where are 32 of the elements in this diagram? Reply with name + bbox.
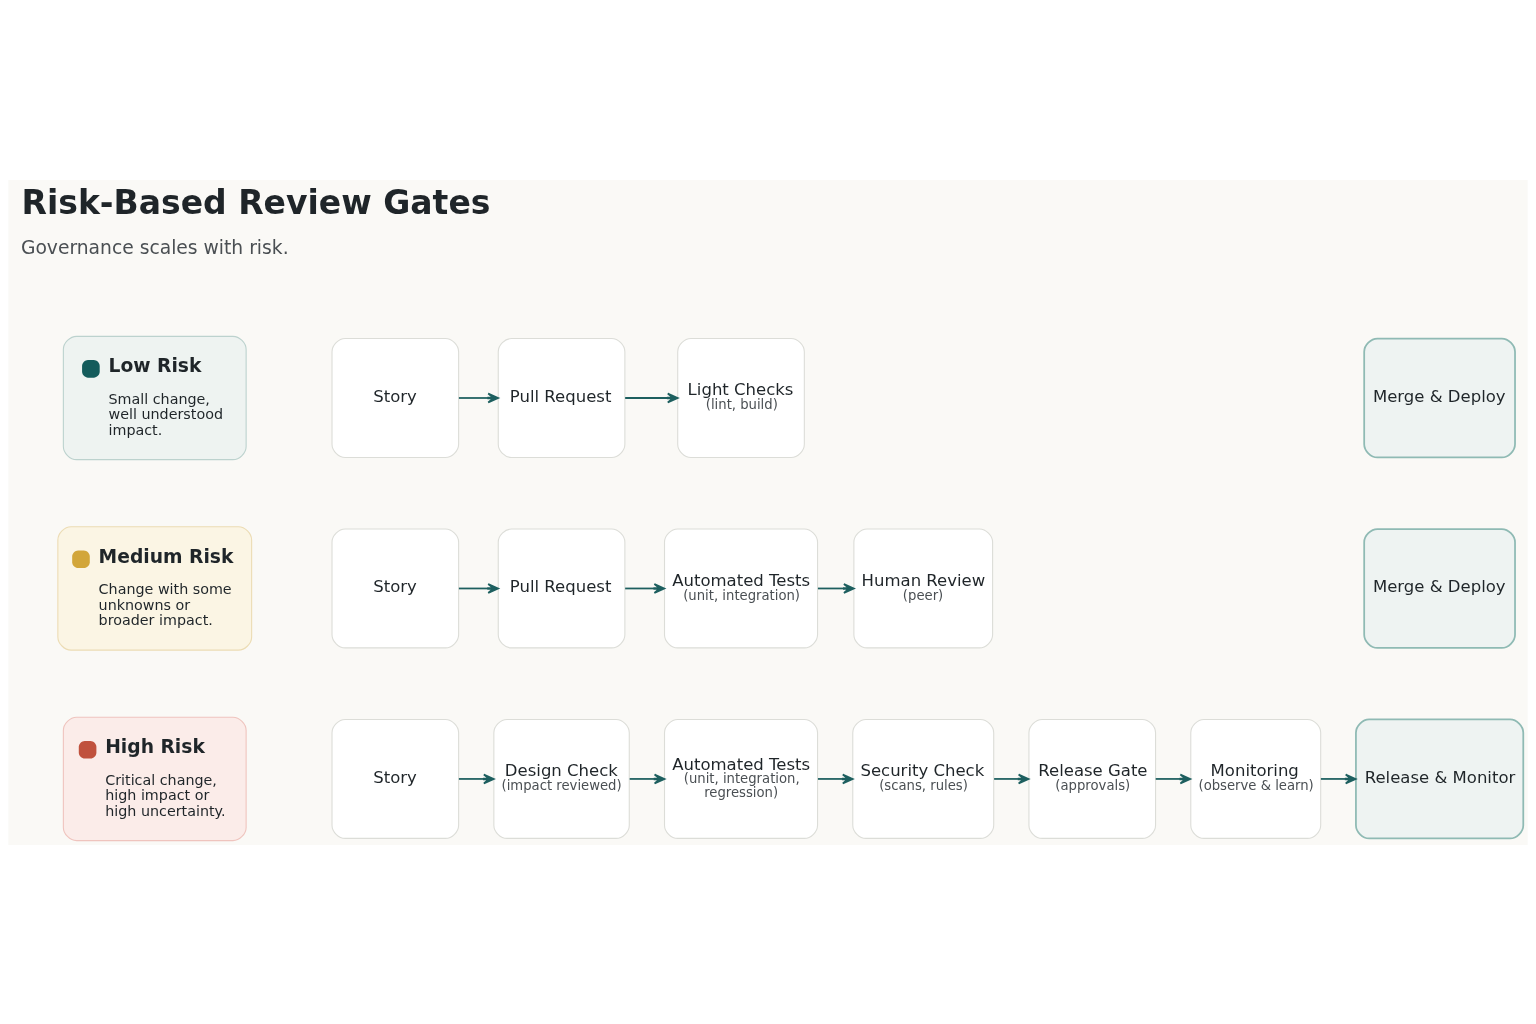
node-box: Pull Request — [497, 527, 626, 648]
node-box: Automated Tests (unit, integration) — [663, 527, 819, 648]
arrow — [458, 773, 495, 784]
node-box: Low Risk Small change, well understood impact. — [62, 335, 247, 460]
node-box: Story — [331, 527, 460, 648]
arrow — [1320, 773, 1357, 784]
diagram-title: Risk-Based Review Gates — [21, 182, 491, 222]
arrow — [628, 773, 666, 784]
node-box: Release Gate (approvals) — [1028, 718, 1157, 839]
node-box: Release & Monitor — [1355, 718, 1525, 839]
node-box: Pull Request — [497, 337, 626, 458]
node-box: Automated Tests (unit, integration, regression) — [663, 718, 819, 839]
arrow — [817, 773, 854, 784]
node-box: High Risk Critical change, high impact or high uncertainty. — [62, 716, 247, 841]
arrow — [993, 773, 1030, 784]
node-box: Story — [331, 337, 460, 458]
arrow — [817, 582, 855, 594]
node-box: Design Check (impact reviewed) — [493, 718, 630, 839]
node-box: Human Review (peer) — [853, 527, 994, 648]
node-box: Light Checks (lint, build) — [677, 337, 805, 458]
node-box: Story — [331, 718, 460, 839]
node-box: Security Check (scans, rules) — [852, 718, 995, 839]
node-box: Monitoring (observe & learn) — [1190, 718, 1322, 839]
arrow — [1154, 773, 1192, 784]
arrow — [624, 392, 679, 403]
label: Governance scales with risk. — [20, 236, 289, 258]
node-box: Merge & Deploy — [1363, 337, 1516, 458]
node-box: Medium Risk Change with some unknowns or broader impact. — [57, 525, 253, 651]
arrow — [624, 582, 666, 594]
arrow — [458, 582, 500, 594]
node-box: Merge & Deploy — [1363, 527, 1516, 649]
arrow — [458, 392, 500, 403]
